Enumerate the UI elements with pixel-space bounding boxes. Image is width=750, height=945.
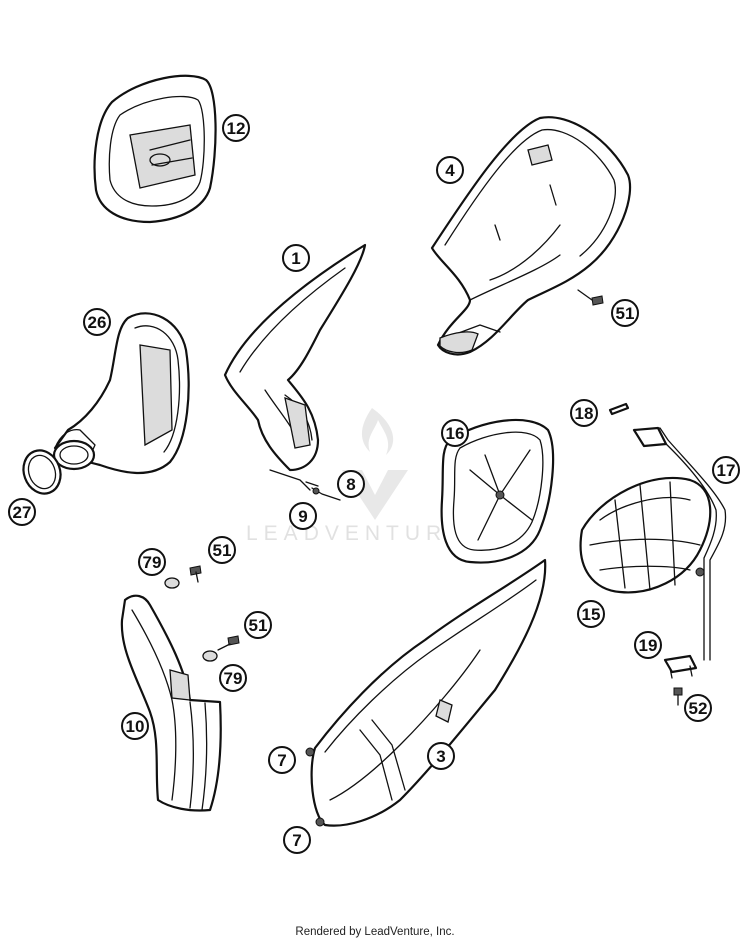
- svg-text:10: 10: [126, 717, 145, 736]
- part-18-pin: [608, 402, 630, 416]
- part-17-retaining-rod: [632, 426, 727, 661]
- footer-credit: Rendered by LeadVenture, Inc.: [295, 926, 455, 938]
- callout-4: 4: [436, 156, 464, 184]
- svg-text:18: 18: [575, 404, 594, 423]
- callout-51-upper: 51: [208, 536, 236, 564]
- callout-19: 19: [634, 631, 662, 659]
- part-79-washer-lower: [202, 650, 218, 662]
- part-51-bolt-lower: [217, 635, 240, 651]
- part-7-screw-top: [305, 747, 315, 757]
- callout-79-lower: 79: [219, 664, 247, 692]
- part-8-9-fastener: [305, 481, 341, 501]
- svg-text:7: 7: [292, 831, 301, 850]
- svg-text:4: 4: [445, 161, 455, 180]
- part-4-airbox: [430, 116, 632, 356]
- part-79-washer-upper: [164, 577, 180, 589]
- svg-text:27: 27: [13, 503, 32, 522]
- part-10-side-panel-left: [120, 594, 222, 812]
- part-51-bolt-upper: [189, 565, 202, 583]
- callout-15: 15: [577, 600, 605, 628]
- part-7-screw-bottom: [315, 817, 325, 827]
- svg-text:19: 19: [639, 636, 658, 655]
- callout-51-lower: 51: [244, 611, 272, 639]
- callout-12: 12: [222, 114, 250, 142]
- callout-79-upper: 79: [138, 548, 166, 576]
- part-51-bolt-airbox: [577, 289, 604, 306]
- part-19-bracket: [663, 654, 698, 679]
- part-1-side-panel: [223, 243, 367, 491]
- svg-text:17: 17: [717, 461, 736, 480]
- callout-18: 18: [570, 399, 598, 427]
- callout-8: 8: [337, 470, 365, 498]
- svg-text:1: 1: [291, 249, 300, 268]
- part-27-clamp: [22, 449, 62, 495]
- part-52-bolt: [673, 687, 683, 706]
- callout-1: 1: [282, 244, 310, 272]
- part-3-side-cover: [310, 558, 547, 827]
- callout-7-top: 7: [268, 746, 296, 774]
- svg-text:79: 79: [143, 553, 162, 572]
- svg-text:52: 52: [689, 699, 708, 718]
- svg-text:16: 16: [446, 424, 465, 443]
- callout-7-bottom: 7: [283, 826, 311, 854]
- part-16-filter-cage: [440, 418, 555, 564]
- callout-3: 3: [427, 742, 455, 770]
- svg-text:51: 51: [616, 304, 635, 323]
- watermark-text: LEADVENTURE: [246, 522, 467, 545]
- callout-52: 52: [684, 694, 712, 722]
- svg-text:3: 3: [436, 747, 445, 766]
- callout-51-airbox: 51: [611, 299, 639, 327]
- svg-text:15: 15: [582, 605, 601, 624]
- callout-16: 16: [441, 419, 469, 447]
- part-12-intake-boot: [93, 74, 217, 224]
- callout-9: 9: [289, 502, 317, 530]
- svg-text:8: 8: [346, 475, 355, 494]
- svg-text:9: 9: [298, 507, 307, 526]
- svg-text:51: 51: [213, 541, 232, 560]
- callout-17: 17: [712, 456, 740, 484]
- callout-27: 27: [8, 498, 36, 526]
- part-26-intake-funnel: [52, 312, 190, 475]
- callout-26: 26: [83, 308, 111, 336]
- svg-text:7: 7: [277, 751, 286, 770]
- callout-10: 10: [121, 712, 149, 740]
- svg-text:12: 12: [227, 119, 246, 138]
- part-15-air-filter: [579, 476, 712, 594]
- svg-text:51: 51: [249, 616, 268, 635]
- svg-text:79: 79: [224, 669, 243, 688]
- svg-text:26: 26: [88, 313, 107, 332]
